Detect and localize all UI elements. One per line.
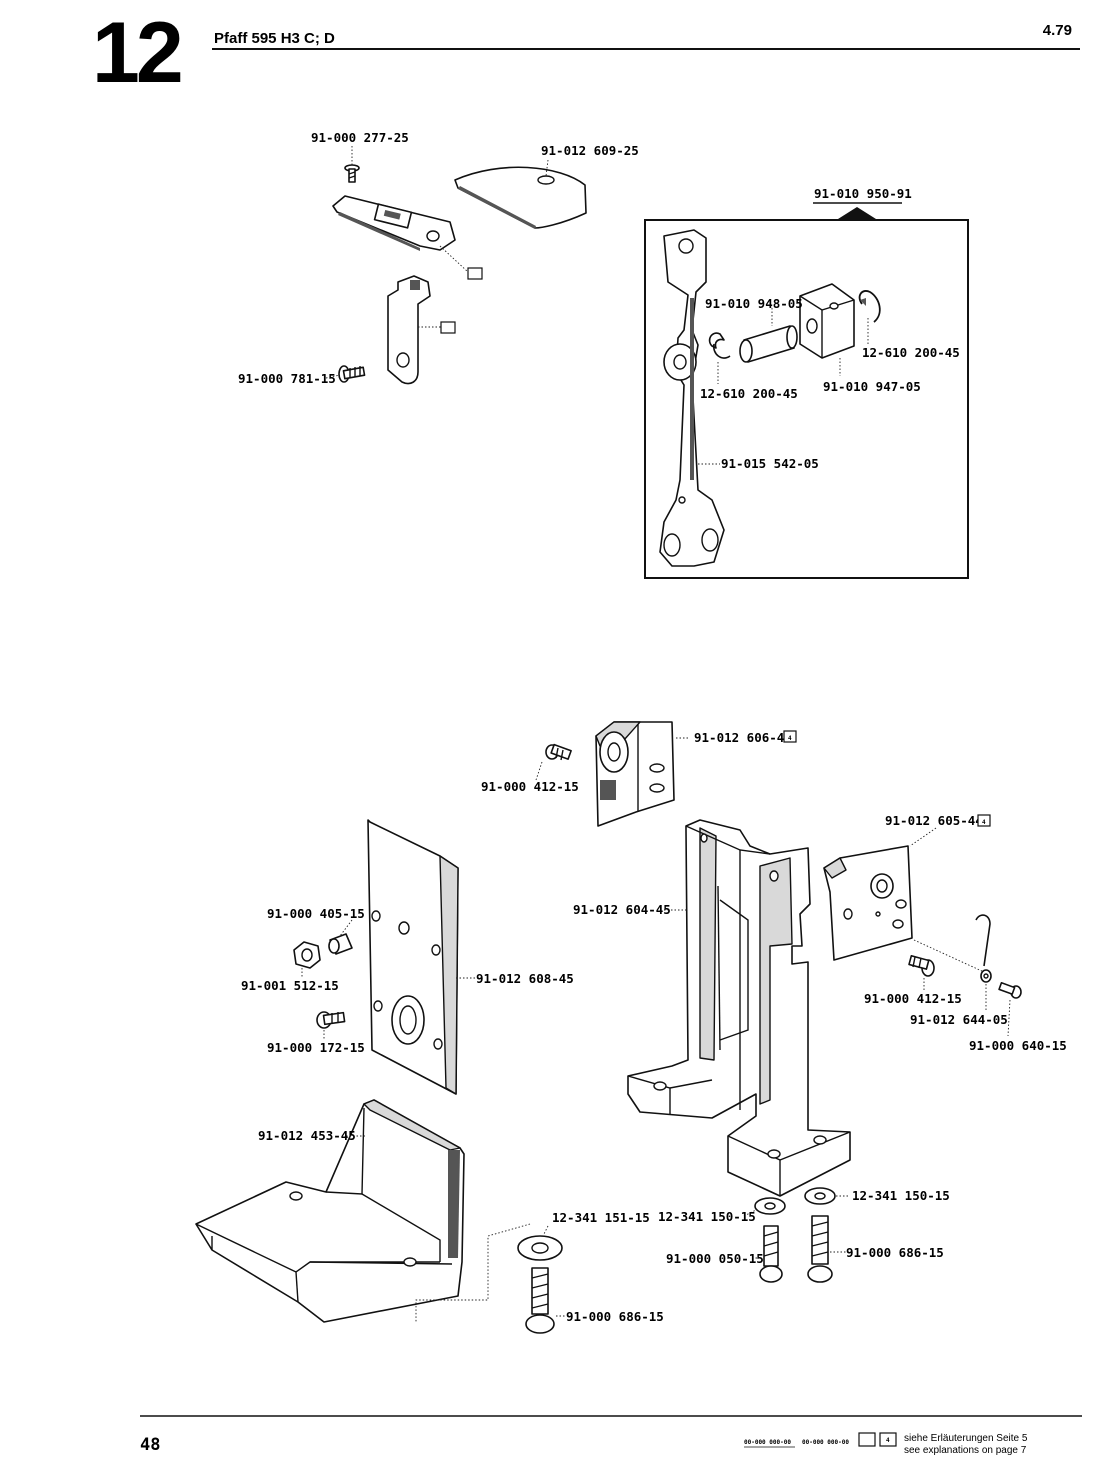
part-label: 12-341 150-15 — [658, 1209, 756, 1224]
box-mark-text: 4 — [788, 735, 792, 742]
screw-bracket — [545, 743, 572, 761]
part-label: 91-000 277-25 — [311, 130, 409, 145]
part-label: 91-012 644-05 — [910, 1012, 1008, 1027]
part-label: 91-000 412-15 — [481, 779, 579, 794]
legend-text-de: siehe Erläuterungen Seite 5 — [904, 1433, 1028, 1444]
part-label: 91-015 542-05 — [721, 456, 819, 471]
washer-large — [517, 1235, 563, 1261]
retaining-ring-left — [708, 332, 731, 359]
screw-lever — [338, 365, 366, 383]
legend-empty-box — [858, 1432, 876, 1447]
box-mark-text: 4 — [982, 819, 986, 826]
legend-text-en: see explanations on page 7 — [904, 1445, 1027, 1456]
part-label: 91-000 640-15 — [969, 1038, 1067, 1053]
part-label: 91-000 412-15 — [864, 991, 962, 1006]
support-column — [627, 819, 851, 1197]
part-label: 91-010 948-05 — [705, 296, 803, 311]
lever-part — [387, 275, 431, 385]
cap-screw-left — [525, 1267, 555, 1334]
part-label: 91-012 606-44 — [694, 730, 792, 745]
cap-screw-mid — [759, 1225, 783, 1283]
legend-box-mark: 4 — [886, 1437, 890, 1444]
legend-numbered-box — [879, 1432, 897, 1447]
edition-date: 4.79 — [1043, 22, 1072, 39]
assembly-arrow — [838, 207, 876, 219]
part-label: 91-000 686-15 — [846, 1245, 944, 1260]
option-box-1 — [467, 267, 483, 280]
screw-plate — [316, 1011, 346, 1029]
part-label: 12-610 200-45 — [862, 345, 960, 360]
part-label: 91-012 609-25 — [541, 143, 639, 158]
connecting-link — [659, 229, 725, 567]
throat-plate — [332, 195, 456, 251]
part-label: 91-012 453-45 — [258, 1128, 356, 1143]
assembly-inset-frame — [644, 219, 969, 579]
hinge-pin — [739, 325, 798, 363]
set-screw — [328, 933, 353, 955]
section-number: 12 — [92, 5, 181, 101]
part-label: 91-012 604-45 — [573, 902, 671, 917]
washer-small-left — [754, 1197, 786, 1215]
page-title: Pfaff 595 H3 C; D — [214, 30, 335, 47]
part-label: 91-000 686-15 — [566, 1309, 664, 1324]
part-label: 91-000 405-15 — [267, 906, 365, 921]
mounting-plate — [367, 819, 459, 1095]
slide-block — [799, 283, 855, 359]
legend-code: 00-000 000-00 — [802, 1439, 849, 1446]
part-label: 91-001 512-15 — [241, 978, 339, 993]
base-bracket — [195, 1099, 465, 1323]
assembly-number: 91-010 950-91 — [814, 186, 912, 201]
box-mark — [977, 814, 991, 827]
part-label: 12-341 150-15 — [852, 1188, 950, 1203]
part-label: 91-000 050-15 — [666, 1251, 764, 1266]
feed-plate — [823, 845, 913, 961]
cap-screw-right — [807, 1215, 833, 1283]
cover-plate — [454, 166, 587, 229]
part-label: 91-010 947-05 — [823, 379, 921, 394]
hinge-bracket — [595, 721, 675, 827]
screw-feed-plate — [908, 955, 935, 977]
legend-code: 00-000 000-00 — [744, 1439, 791, 1446]
retaining-ring-right — [858, 290, 881, 323]
screw-small-top — [344, 164, 360, 183]
hex-nut — [293, 941, 321, 969]
part-label: 12-341 151-15 — [552, 1210, 650, 1225]
wire-spring — [975, 914, 992, 983]
option-box-2 — [440, 321, 456, 334]
washer-small-right — [804, 1187, 836, 1205]
part-label: 12-610 200-45 — [700, 386, 798, 401]
part-label: 91-000 781-15 — [238, 371, 336, 386]
part-label: 91-012 608-45 — [476, 971, 574, 986]
part-label: 91-012 605-44 — [885, 813, 983, 828]
part-label: 91-000 172-15 — [267, 1040, 365, 1055]
page-number: 48 — [140, 1435, 160, 1455]
box-mark — [783, 730, 797, 743]
screw-spring — [998, 981, 1022, 999]
